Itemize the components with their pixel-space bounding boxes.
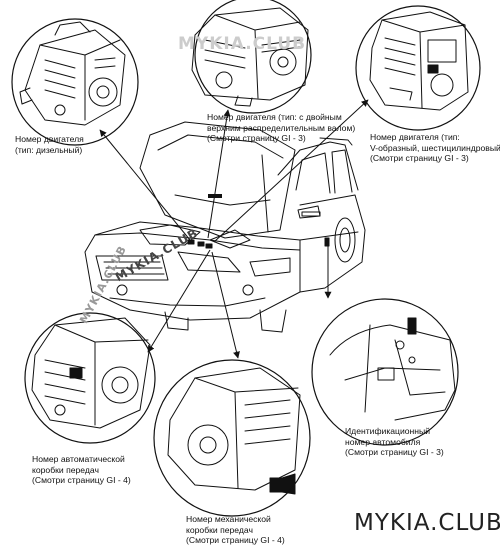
label-line: коробки передач — [186, 524, 253, 535]
label-manual-transmission: Номер механической коробки передач (Смот… — [186, 514, 285, 546]
manual-transmission-zoom-circle — [153, 359, 311, 517]
label-line: (Смотри страницу GI - 3) — [207, 133, 306, 144]
manual-transmission-illustration — [167, 367, 301, 495]
label-line: (Смотри страницу GI - 3) — [345, 447, 444, 458]
label-line: верхним распределительным валом) — [207, 122, 356, 133]
v6-engine-illustration — [369, 11, 469, 111]
diesel-engine-zoom-circle — [11, 18, 139, 146]
watermark-top: MYKIA.CLUB — [178, 34, 307, 54]
label-engine-v6: Номер двигателя (тип: V-образный, шестиц… — [370, 132, 500, 164]
label-line: Номер двигателя — [15, 134, 84, 144]
label-automatic-transmission: Номер автоматической коробки передач (См… — [32, 454, 131, 486]
label-line: (тип: дизельный) — [15, 144, 83, 155]
label-line: V-образный, шестицилиндровый) — [370, 142, 500, 153]
label-line: (Смотри страницу GI - 3) — [370, 153, 469, 164]
car-illustration — [84, 121, 366, 333]
dohc-engine-zoom-circle — [194, 0, 312, 114]
automatic-transmission-illustration — [31, 317, 151, 429]
vin-detail-illustration — [329, 317, 456, 421]
label-line: Номер двигателя (тип: — [370, 132, 460, 142]
label-line: номер автомобиля — [345, 436, 421, 447]
v6-engine-leader — [213, 99, 369, 243]
automatic-transmission-zoom-circle — [24, 312, 156, 444]
diesel-engine-leader — [99, 129, 191, 241]
label-line: (Смотри страницу GI - 4) — [32, 475, 131, 486]
diesel-engine-illustration — [19, 21, 126, 126]
label-line: Номер автоматической — [32, 454, 125, 464]
label-line: Номер двигателя (тип: с двойным — [207, 112, 342, 122]
label-engine-dohc: Номер двигателя (тип: с двойным верхним … — [207, 112, 355, 144]
dohc-engine-illustration — [191, 7, 309, 107]
manual-transmission-leader — [211, 251, 240, 359]
label-line: коробки передач — [32, 464, 99, 475]
label-line: (Смотри страницу GI - 4) — [186, 535, 285, 546]
dohc-engine-leader — [207, 109, 231, 239]
label-line: Номер механической — [186, 514, 271, 524]
automatic-transmission-leader — [147, 249, 211, 353]
label-vin: Идентификационный номер автомобиля (Смот… — [345, 426, 444, 458]
v6-engine-zoom-circle — [355, 5, 481, 131]
vin-zoom-circle — [311, 298, 459, 446]
label-line: Идентификационный — [345, 426, 431, 436]
watermark-corner: MYKIA.CLUB — [354, 510, 500, 536]
label-engine-diesel: Номер двигателя (тип: дизельный) — [15, 134, 84, 155]
